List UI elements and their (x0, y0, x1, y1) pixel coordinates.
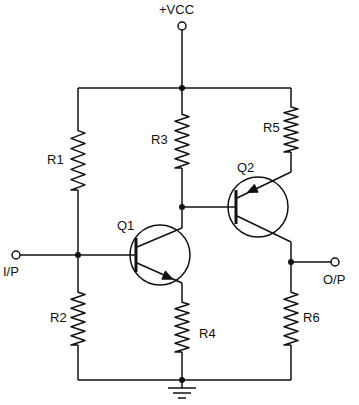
wire (77, 190, 79, 290)
ground-symbol (178, 397, 186, 399)
junction-dot (75, 252, 81, 258)
wire (77, 88, 79, 128)
junction-dot (179, 204, 185, 210)
part-label: R5 (262, 120, 281, 135)
wire (181, 283, 183, 300)
part-label: R2 (49, 310, 68, 325)
emitter-lead (137, 263, 182, 283)
transistor-symbol (130, 225, 190, 285)
wire (291, 261, 331, 263)
ground-symbol (173, 392, 191, 394)
collector-lead (137, 228, 182, 247)
wire (290, 88, 292, 105)
wire (181, 30, 183, 88)
base-bar (135, 238, 138, 272)
input-terminal (12, 251, 20, 259)
part-label: Q1 (116, 218, 135, 233)
junction-dot (288, 259, 294, 265)
vcc-terminal (178, 22, 186, 30)
wire (290, 242, 292, 290)
wire (181, 88, 183, 112)
base-bar (235, 190, 238, 224)
part-label: Q2 (236, 160, 255, 175)
collector-lead (237, 216, 291, 242)
wire (290, 345, 292, 380)
supply-label: +VCC (158, 2, 195, 17)
resistor-symbol (284, 290, 298, 345)
resistor-symbol (284, 105, 298, 152)
part-label: R4 (198, 326, 217, 341)
transistor-symbol (228, 177, 288, 237)
emitter-arrow (162, 272, 172, 279)
part-label: R6 (302, 310, 321, 325)
signal-label: O/P (322, 272, 346, 287)
resistor-symbol (71, 290, 85, 345)
resistor-symbol (175, 300, 189, 352)
emitter-arrow (248, 185, 258, 192)
wire (77, 345, 79, 380)
resistor-symbol (71, 128, 85, 190)
wire (181, 168, 183, 228)
signal-label: I/P (2, 264, 20, 279)
junction-dot (179, 85, 185, 91)
part-label: R1 (46, 152, 65, 167)
resistor-symbol (175, 112, 189, 168)
wire (290, 152, 292, 172)
ground-symbol (168, 387, 196, 389)
emitter-lead (237, 172, 291, 198)
output-terminal (331, 258, 339, 266)
junction-dot (179, 377, 185, 383)
part-label: R3 (150, 132, 169, 147)
